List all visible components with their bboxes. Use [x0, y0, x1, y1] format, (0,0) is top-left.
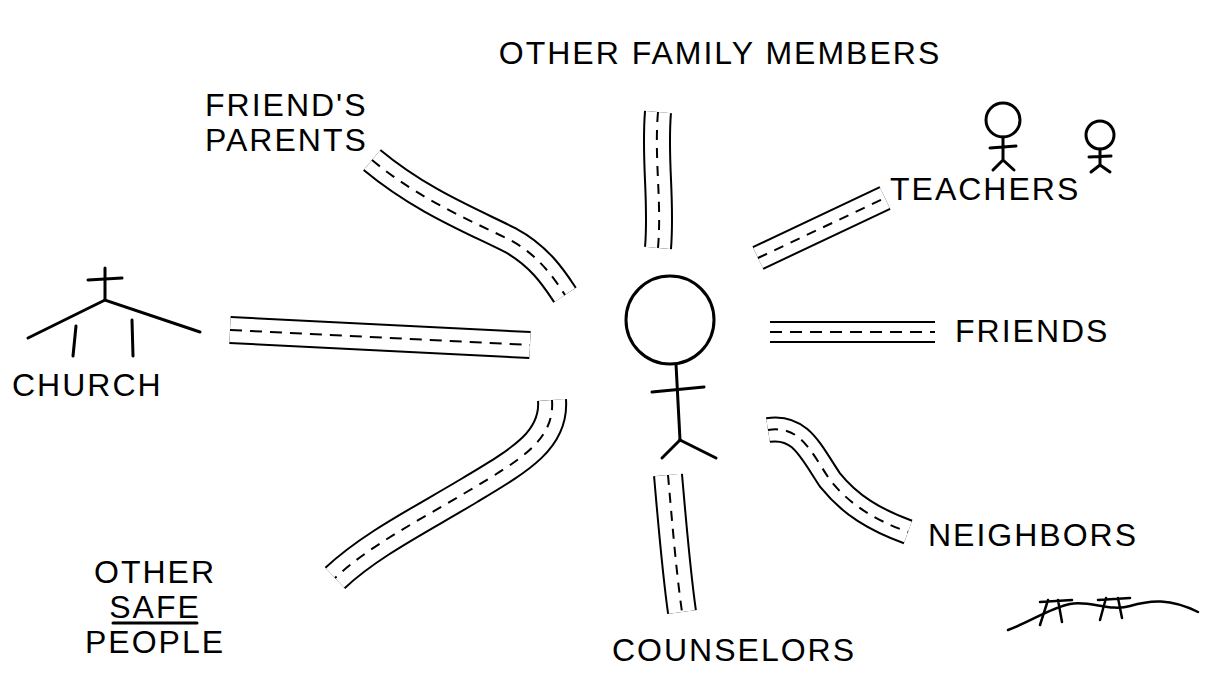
road-label: CHURCH: [12, 368, 192, 403]
teacher-figures: [986, 103, 1114, 172]
church-symbol: [28, 268, 200, 356]
road-label: NEIGHBORS: [928, 518, 1178, 553]
road: [657, 112, 659, 248]
road: [770, 332, 935, 333]
road: [758, 198, 885, 258]
road-label: FRIEND'S PARENTS: [205, 88, 395, 158]
road-label: COUNSELORS: [612, 633, 892, 668]
hills-sketch: [1008, 598, 1198, 630]
road-label: TEACHERS: [890, 172, 1120, 207]
road: [372, 160, 565, 295]
roads: [230, 112, 935, 612]
road-label: OTHER SAFE PEOPLE: [75, 555, 235, 660]
road: [668, 475, 682, 612]
road: [768, 429, 908, 532]
road-label: OTHER FAMILY MEMBERS: [490, 36, 950, 71]
road: [335, 400, 552, 578]
road: [230, 330, 530, 345]
road-label: FRIENDS: [955, 314, 1155, 349]
stick-figure: [626, 276, 716, 458]
